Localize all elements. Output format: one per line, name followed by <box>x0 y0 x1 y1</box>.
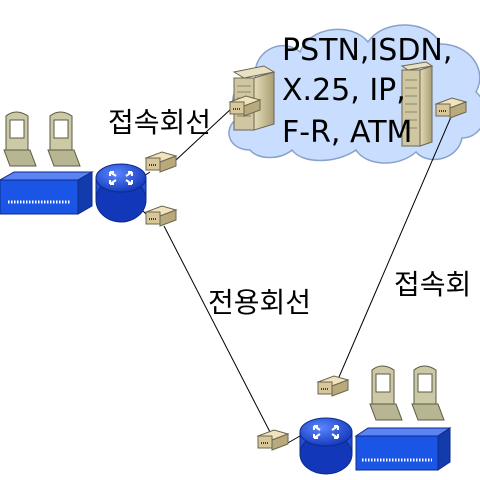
cloud-label-line1: PSTN,ISDN, <box>282 33 452 68</box>
terminal-icon <box>369 365 403 421</box>
router-icon <box>95 163 147 223</box>
access-line-right <box>335 109 455 385</box>
cloud-label-line2: X.25, IP, <box>282 73 406 108</box>
modem-icon <box>434 97 468 119</box>
access-line-label-right: 접속회 <box>394 268 471 301</box>
switch-icon <box>354 427 452 471</box>
router-icon <box>299 417 353 475</box>
modem-icon <box>316 375 350 397</box>
modem-icon <box>228 95 262 117</box>
terminal-icon <box>411 365 445 421</box>
modem-icon <box>144 205 178 227</box>
server-rack-icon <box>400 61 434 147</box>
cloud-label-line3: F-R, ATM <box>282 115 412 150</box>
terminal-icon <box>3 111 37 167</box>
modem-icon <box>144 151 178 173</box>
switch-icon <box>0 171 94 215</box>
leased-line-label: 전용회선 <box>208 286 311 319</box>
modem-icon <box>256 429 290 451</box>
access-line-left <box>175 107 233 161</box>
access-line-label-left: 접속회선 <box>108 106 211 139</box>
leased-line <box>163 225 271 433</box>
terminal-icon <box>47 111 81 167</box>
